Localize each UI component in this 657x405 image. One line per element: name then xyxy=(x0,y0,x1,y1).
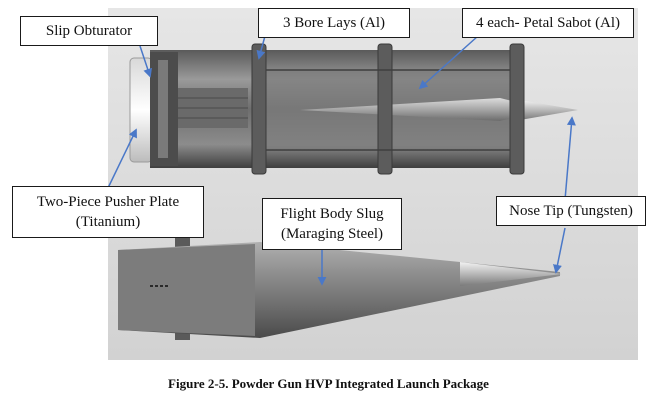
bore-lay-1 xyxy=(251,43,267,175)
label-nose-tip-text: Nose Tip (Tungsten) xyxy=(509,203,633,219)
arrow-nose-tip-upper xyxy=(564,116,576,201)
label-pusher-plate-line1: Two-Piece Pusher Plate xyxy=(36,194,180,210)
upper-nose-tip xyxy=(520,100,578,120)
arrow-nose-tip-lower xyxy=(553,227,566,274)
flight-body-assembly xyxy=(118,238,562,340)
arrow-bore-lays xyxy=(256,35,266,60)
inner-flight-body xyxy=(300,98,520,121)
figure-caption: Figure 2-5. Powder Gun HVP Integrated La… xyxy=(168,376,489,391)
bore-lay-2 xyxy=(377,43,393,175)
arrow-obturator xyxy=(139,45,152,78)
label-slip-obturator-text: Slip Obturator xyxy=(45,23,133,39)
label-bore-lays-text: 3 Bore Lays (Al) xyxy=(282,15,386,31)
label-bore-lays: 3 Bore Lays (Al) xyxy=(258,8,410,38)
label-pusher-plate: Two-Piece Pusher Plate (Titanium) xyxy=(12,186,204,238)
label-flight-body: Flight Body Slug (Maraging Steel) xyxy=(262,198,402,250)
lower-nose-tip xyxy=(460,262,562,286)
label-petal-sabot: 4 each- Petal Sabot (Al) xyxy=(462,8,634,38)
sabot-assembly xyxy=(129,43,578,175)
leader-arrows xyxy=(107,35,576,286)
bore-lay-3 xyxy=(509,43,525,175)
label-flight-body-line1: Flight Body Slug xyxy=(280,206,384,222)
label-flight-body-line2: (Maraging Steel) xyxy=(280,226,384,242)
label-petal-sabot-text: 4 each- Petal Sabot (Al) xyxy=(475,15,621,31)
label-nose-tip: Nose Tip (Tungsten) xyxy=(496,196,646,226)
label-slip-obturator: Slip Obturator xyxy=(20,16,158,46)
arrow-petal-sabot xyxy=(418,35,479,90)
label-pusher-plate-line2: (Titanium) xyxy=(75,214,141,230)
arrow-pusher-plate xyxy=(107,128,137,189)
